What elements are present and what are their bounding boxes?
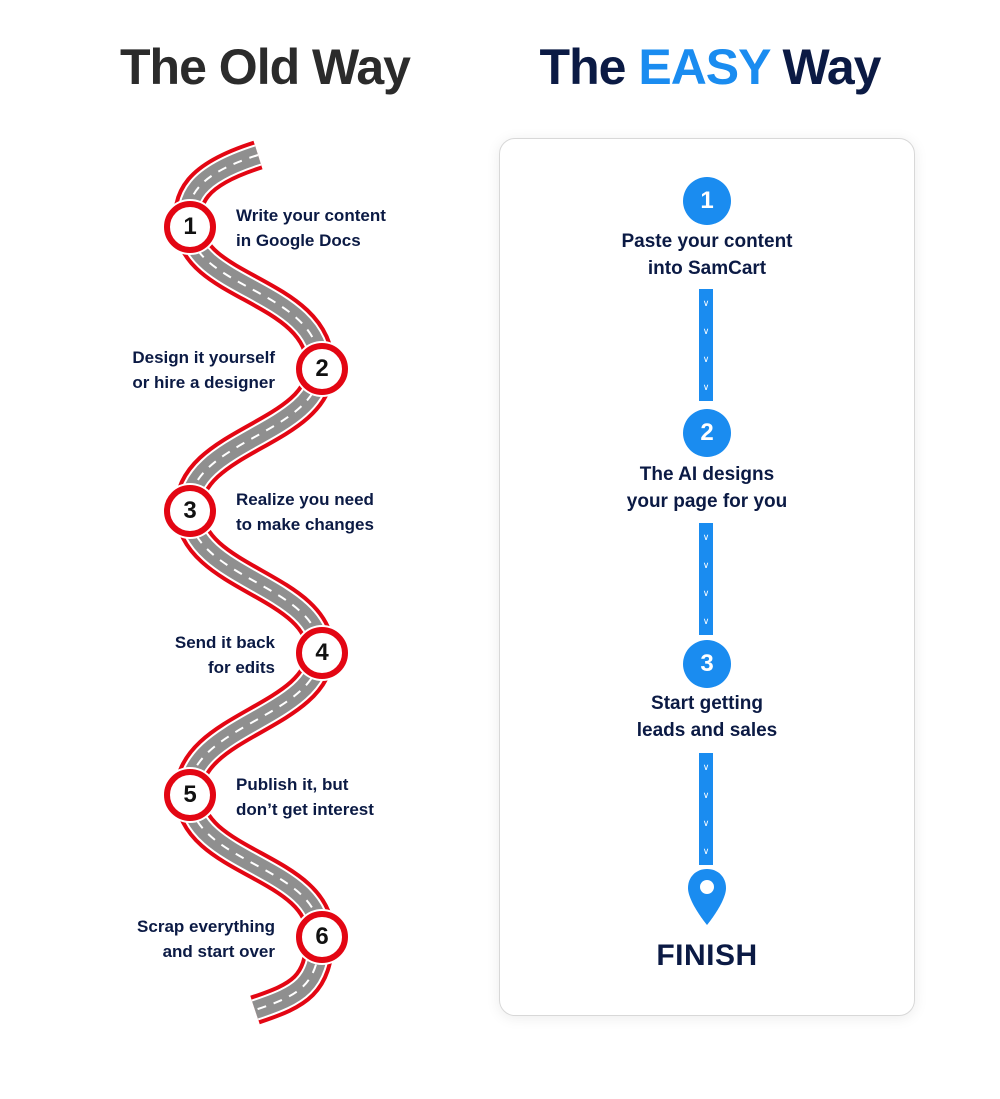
easy-title-accent: EASY bbox=[638, 39, 770, 95]
old-step-6-label: Scrap everything and start over bbox=[137, 914, 275, 964]
old-step-1-label: Write your content in Google Docs bbox=[236, 203, 386, 253]
easy-step-3-line2: leads and sales bbox=[636, 720, 778, 741]
easy-way-card: 1 Paste your content into SamCart ∨ ∨ ∨ … bbox=[499, 138, 915, 1016]
connector-3-finish: ∨ ∨ ∨ ∨ bbox=[699, 753, 713, 865]
chevron-down-icon: ∨ bbox=[702, 588, 710, 598]
chevron-down-icon: ∨ bbox=[702, 762, 710, 772]
chevron-down-icon: ∨ bbox=[702, 790, 710, 800]
easy-way-title: The EASY Way bbox=[470, 38, 950, 96]
connector-1-2: ∨ ∨ ∨ ∨ bbox=[699, 289, 713, 401]
old-step-3-circle: 3 bbox=[164, 485, 216, 537]
old-step-4-line1: Send it back bbox=[174, 633, 275, 652]
easy-step-3-line1: Start getting bbox=[651, 693, 763, 714]
chevron-down-icon: ∨ bbox=[702, 326, 710, 336]
old-step-2-line2: or hire a designer bbox=[132, 373, 275, 392]
old-step-6-circle: 6 bbox=[296, 911, 348, 963]
easy-step-1-badge: 1 bbox=[683, 177, 731, 225]
easy-step-1-label: Paste your content into SamCart bbox=[500, 228, 914, 282]
old-step-2-label: Design it yourself or hire a designer bbox=[132, 345, 275, 395]
easy-title-suffix: Way bbox=[782, 39, 882, 95]
old-step-1-line1: Write your content bbox=[236, 206, 386, 225]
old-step-4-label: Send it back for edits bbox=[175, 630, 275, 680]
chevron-down-icon: ∨ bbox=[702, 560, 710, 570]
old-step-2-circle: 2 bbox=[296, 343, 348, 395]
finish-label: FINISH bbox=[656, 939, 758, 972]
easy-title-prefix: The bbox=[539, 39, 627, 95]
chevron-down-icon: ∨ bbox=[702, 818, 710, 828]
old-step-2-line1: Design it yourself bbox=[132, 348, 275, 367]
winding-road bbox=[173, 140, 336, 1025]
old-step-4-line2: for edits bbox=[207, 658, 275, 677]
map-pin-icon bbox=[688, 869, 726, 925]
easy-step-2-line1: The AI designs bbox=[639, 464, 775, 485]
old-step-5-label: Publish it, but don’t get interest bbox=[236, 772, 374, 822]
chevron-down-icon: ∨ bbox=[702, 354, 710, 364]
old-step-5-line1: Publish it, but bbox=[236, 775, 349, 794]
easy-step-3-badge: 3 bbox=[683, 640, 731, 688]
old-step-6-line1: Scrap everything bbox=[137, 917, 275, 936]
chevron-down-icon: ∨ bbox=[702, 616, 710, 626]
old-step-6-line2: and start over bbox=[162, 942, 275, 961]
connector-2-3: ∨ ∨ ∨ ∨ bbox=[699, 523, 713, 635]
old-step-3-line2: to make changes bbox=[236, 515, 374, 534]
easy-step-1-line2: into SamCart bbox=[647, 258, 767, 279]
old-step-1-line2: in Google Docs bbox=[236, 231, 361, 250]
old-step-4-circle: 4 bbox=[296, 627, 348, 679]
easy-step-1-line1: Paste your content bbox=[621, 231, 793, 252]
old-step-5-line2: don’t get interest bbox=[236, 800, 374, 819]
easy-step-2-label: The AI designs your page for you bbox=[500, 461, 914, 515]
old-step-1-circle: 1 bbox=[164, 201, 216, 253]
old-step-3-label: Realize you need to make changes bbox=[236, 487, 374, 537]
easy-step-2-line2: your page for you bbox=[626, 491, 788, 512]
old-step-3-line1: Realize you need bbox=[236, 490, 374, 509]
old-way-title: The Old Way bbox=[120, 39, 411, 95]
chevron-down-icon: ∨ bbox=[702, 382, 710, 392]
chevron-down-icon: ∨ bbox=[702, 298, 710, 308]
road-center-dashes bbox=[187, 154, 322, 1011]
chevron-down-icon: ∨ bbox=[702, 532, 710, 542]
chevron-down-icon: ∨ bbox=[702, 846, 710, 856]
easy-step-3-label: Start getting leads and sales bbox=[500, 690, 914, 744]
old-step-5-circle: 5 bbox=[164, 769, 216, 821]
easy-step-2-badge: 2 bbox=[683, 409, 731, 457]
